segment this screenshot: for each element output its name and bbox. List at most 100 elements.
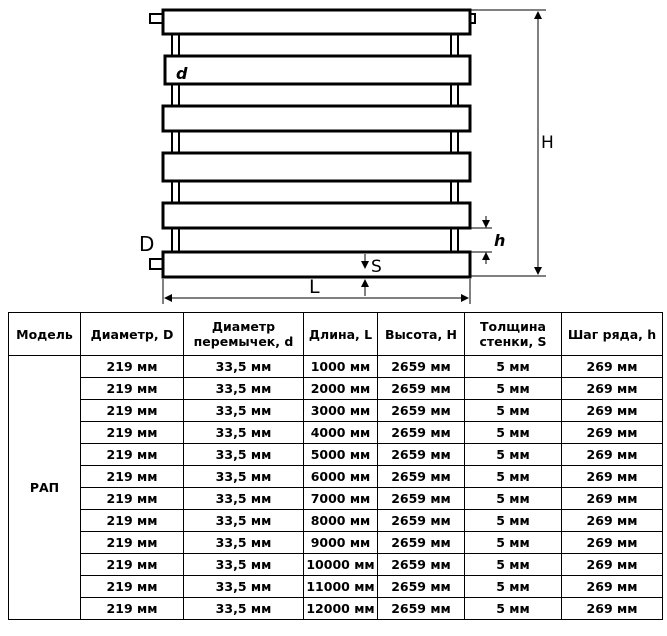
cell-jumper-diameter: 33,5 мм — [183, 509, 304, 532]
cell-jumper-diameter: 33,5 мм — [183, 487, 304, 510]
label-row-pitch: h — [494, 231, 505, 250]
cell-height: 2659 мм — [377, 355, 465, 378]
cell-diameter: 219 мм — [80, 509, 184, 532]
cell-wall-thickness: 5 мм — [464, 487, 562, 510]
cell-length: 9000 мм — [303, 531, 378, 554]
cell-jumper-diameter: 33,5 мм — [183, 531, 304, 554]
cell-row-pitch: 269 мм — [561, 487, 663, 510]
cell-diameter: 219 мм — [80, 597, 184, 620]
dimension-height — [470, 9, 546, 277]
label-height: H — [541, 133, 554, 153]
cell-length: 6000 мм — [303, 465, 378, 488]
label-jumper-diameter: d — [176, 64, 188, 83]
cell-row-pitch: 269 мм — [561, 531, 663, 554]
cell-height: 2659 мм — [377, 487, 465, 510]
cell-wall-thickness: 5 мм — [464, 553, 562, 576]
cell-jumper-diameter: 33,5 мм — [183, 465, 304, 488]
cell-row-pitch: 269 мм — [561, 575, 663, 598]
pipe-6 — [161, 250, 472, 279]
cell-length: 5000 мм — [303, 443, 378, 466]
cell-diameter: 219 мм — [80, 575, 184, 598]
cell-height: 2659 мм — [377, 553, 465, 576]
cell-diameter: 219 мм — [80, 355, 184, 378]
dimension-row-pitch — [470, 216, 492, 264]
cell-diameter: 219 мм — [80, 465, 184, 488]
pipe-3 — [161, 104, 472, 133]
dimension-length — [162, 279, 471, 304]
cell-diameter: 219 мм — [80, 399, 184, 422]
cell-jumper-diameter: 33,5 мм — [183, 399, 304, 422]
header-model: Модель — [8, 312, 81, 356]
cell-wall-thickness: 5 мм — [464, 443, 562, 466]
header-wall-thickness: Толщина стенки, S — [464, 312, 562, 356]
pipe-2 — [163, 54, 472, 86]
cell-row-pitch: 269 мм — [561, 509, 663, 532]
cell-diameter: 219 мм — [80, 421, 184, 444]
cell-height: 2659 мм — [377, 399, 465, 422]
cell-length: 7000 мм — [303, 487, 378, 510]
cell-row-pitch: 269 мм — [561, 597, 663, 620]
cell-length: 8000 мм — [303, 509, 378, 532]
cell-wall-thickness: 5 мм — [464, 575, 562, 598]
cell-wall-thickness: 5 мм — [464, 421, 562, 444]
cell-wall-thickness: 5 мм — [464, 509, 562, 532]
cell-height: 2659 мм — [377, 575, 465, 598]
cell-row-pitch: 269 мм — [561, 377, 663, 400]
cell-jumper-diameter: 33,5 мм — [183, 575, 304, 598]
label-diameter: D — [139, 232, 154, 256]
cell-diameter: 219 мм — [80, 443, 184, 466]
pipe-5 — [161, 201, 472, 230]
header-row-pitch: Шаг ряда, h — [561, 312, 663, 356]
pipe-4 — [161, 151, 472, 183]
cell-diameter: 219 мм — [80, 553, 184, 576]
cell-length: 2000 мм — [303, 377, 378, 400]
top-nozzle — [149, 13, 164, 24]
cell-row-pitch: 269 мм — [561, 421, 663, 444]
pipe-1 — [161, 8, 472, 36]
bottom-nozzle — [149, 258, 164, 270]
cell-wall-thickness: 5 мм — [464, 399, 562, 422]
cell-wall-thickness: 5 мм — [464, 377, 562, 400]
cell-jumper-diameter: 33,5 мм — [183, 377, 304, 400]
radiator-drawing: d D H h S L — [139, 8, 554, 304]
cell-diameter: 219 мм — [80, 377, 184, 400]
cell-jumper-diameter: 33,5 мм — [183, 443, 304, 466]
cell-height: 2659 мм — [377, 597, 465, 620]
table-header-row: Модель Диаметр, D Диаметр перемычек, d Д… — [8, 312, 663, 356]
cell-wall-thickness: 5 мм — [464, 597, 562, 620]
cell-length: 11000 мм — [303, 575, 378, 598]
cell-length: 12000 мм — [303, 597, 378, 620]
cell-jumper-diameter: 33,5 мм — [183, 421, 304, 444]
cell-diameter: 219 мм — [80, 531, 184, 554]
label-length: L — [309, 276, 320, 298]
cell-row-pitch: 269 мм — [561, 355, 663, 378]
cell-wall-thickness: 5 мм — [464, 531, 562, 554]
cell-jumper-diameter: 33,5 мм — [183, 553, 304, 576]
cell-wall-thickness: 5 мм — [464, 465, 562, 488]
header-length: Длина, L — [303, 312, 378, 356]
cell-height: 2659 мм — [377, 377, 465, 400]
cell-height: 2659 мм — [377, 443, 465, 466]
cell-row-pitch: 269 мм — [561, 443, 663, 466]
cell-length: 1000 мм — [303, 355, 378, 378]
cell-model: РАП — [8, 355, 81, 620]
cell-row-pitch: 269 мм — [561, 399, 663, 422]
cell-length: 4000 мм — [303, 421, 378, 444]
header-height: Высота, H — [377, 312, 465, 356]
cell-row-pitch: 269 мм — [561, 465, 663, 488]
specification-table: Модель Диаметр, D Диаметр перемычек, d Д… — [8, 312, 663, 620]
header-diameter: Диаметр, D — [80, 312, 184, 356]
